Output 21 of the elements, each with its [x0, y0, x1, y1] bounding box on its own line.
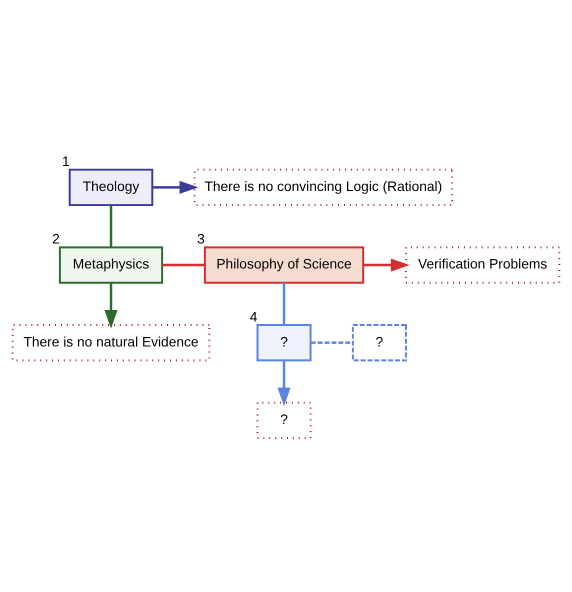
- node-label: 2: [52, 231, 60, 246]
- arrow: [277, 360, 291, 406]
- node-label: 3: [197, 231, 205, 246]
- node-box: ?: [352, 324, 407, 361]
- node-box: Philosophy of Science: [204, 246, 364, 284]
- arrow: [104, 282, 118, 328]
- node-box: There is no natural Evidence: [12, 324, 210, 361]
- node-box: There is no convincing Logic (Rational): [194, 168, 454, 206]
- node-label: 1: [62, 153, 70, 168]
- node-box: Verification Problems: [404, 246, 560, 284]
- arrow: [152, 180, 198, 194]
- arrow: [364, 258, 410, 272]
- connector: [162, 263, 205, 266]
- node-box: ?: [256, 324, 312, 361]
- connector: [310, 340, 353, 344]
- connector: [110, 204, 112, 247]
- node-box: Theology: [68, 168, 154, 206]
- node-box: ?: [256, 401, 312, 439]
- node-box: Metaphysics: [58, 246, 164, 284]
- node-label: 4: [250, 308, 258, 324]
- connector: [282, 282, 286, 324]
